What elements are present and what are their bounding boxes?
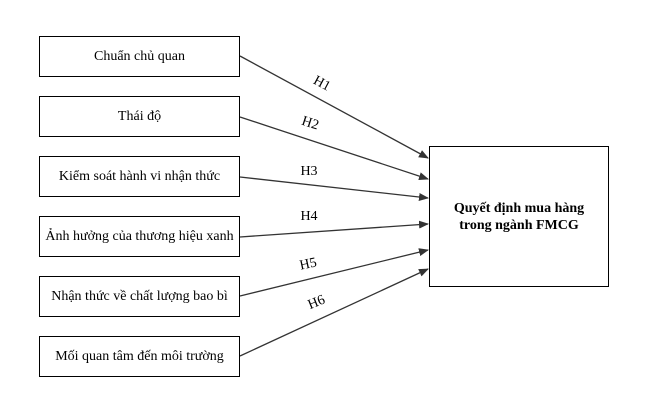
hypothesis-label-h5: H5 (298, 255, 318, 273)
factor-label: Thái độ (117, 109, 162, 124)
arrow-h1 (239, 55, 429, 159)
hypothesis-label-h2: H2 (300, 114, 321, 134)
factor-box-chat-luong-bao-bi: Nhận thức về chất lượng bao bì (39, 276, 240, 317)
arrow-h5 (239, 248, 429, 297)
outcome-box: Quyết định mua hàng trong ngành FMCG (429, 146, 609, 287)
factor-label: Nhận thức về chất lượng bao bì (51, 289, 228, 304)
arrow-h2 (239, 116, 429, 180)
arrow-h4 (239, 220, 429, 238)
hypothesis-label-h3: H3 (300, 164, 317, 179)
hypothesis-label-h4: H4 (300, 209, 317, 224)
factor-box-chuan-chu-quan: Chuẩn chủ quan (39, 36, 240, 77)
factor-label: Ảnh hưởng của thương hiệu xanh (45, 229, 234, 244)
arrow-h6 (239, 268, 429, 357)
factor-label: Mối quan tâm đến môi trường (55, 349, 224, 364)
factor-label: Chuẩn chủ quan (94, 49, 185, 64)
arrow-h3 (239, 176, 429, 201)
hypothesis-label-h1: H1 (311, 73, 333, 94)
factor-box-anh-huong-thuong-hieu-xanh: Ảnh hưởng của thương hiệu xanh (39, 216, 240, 257)
hypothesis-label-h6: H6 (306, 293, 327, 313)
factor-box-kiem-soat-hanh-vi: Kiểm soát hành vi nhận thức (39, 156, 240, 197)
factor-box-quan-tam-moi-truong: Mối quan tâm đến môi trường (39, 336, 240, 377)
factor-label: Kiểm soát hành vi nhận thức (58, 169, 221, 184)
factor-box-thai-do: Thái độ (39, 96, 240, 137)
outcome-label: Quyết định mua hàng trong ngành FMCG (453, 200, 585, 233)
